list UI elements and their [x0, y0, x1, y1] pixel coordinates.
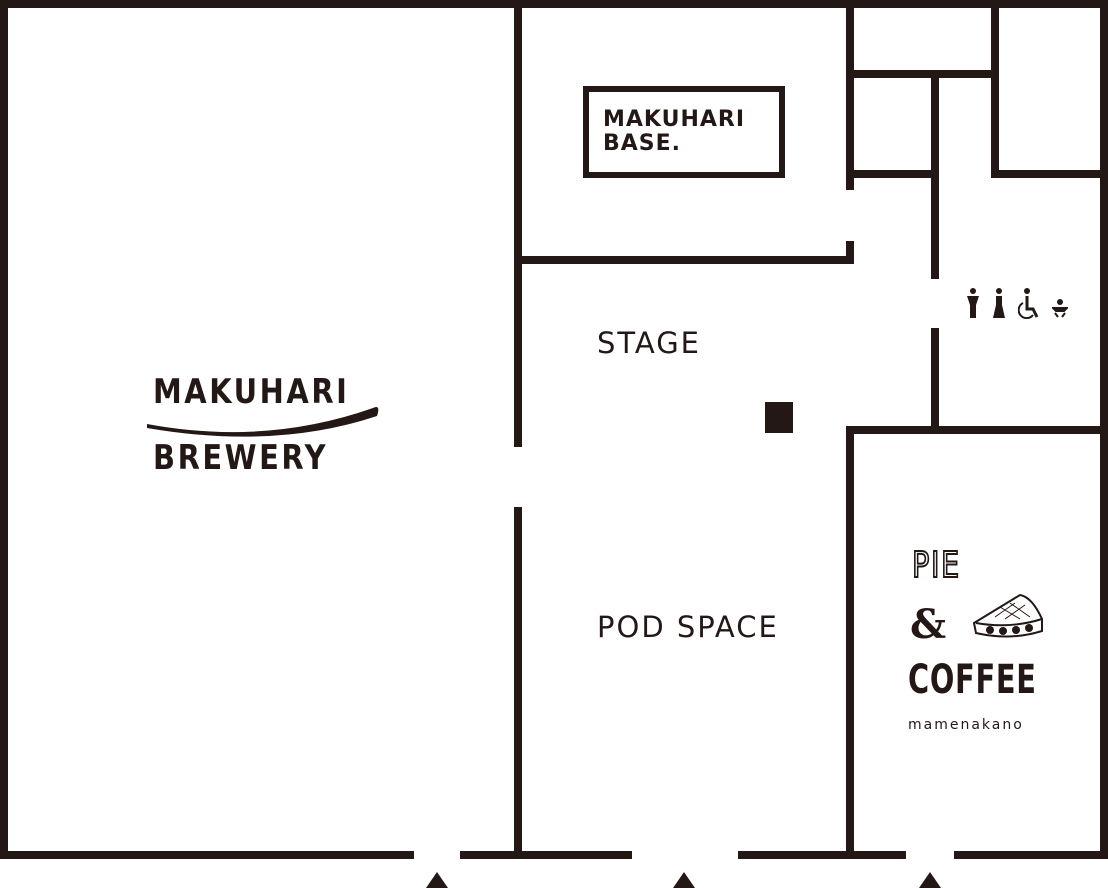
- brewery-name-line2: BREWERY: [153, 438, 329, 478]
- base-name-line1: MAKUHARI: [603, 107, 746, 132]
- pod-space-label: POD SPACE: [597, 610, 779, 644]
- female-toilet-icon: [993, 288, 1005, 318]
- cafe-brand: mamenakano: [908, 717, 1024, 733]
- brewery-name-line1: MAKUHARI: [153, 372, 350, 412]
- cafe-name-line2: COFFEE: [908, 657, 1037, 703]
- wheelchair-icon: [1018, 288, 1039, 319]
- stage-pillar: [765, 402, 793, 433]
- pie-slice-icon: [972, 593, 1043, 638]
- wall-backrooms: [846, 0, 1108, 430]
- male-toilet-icon: [967, 288, 979, 318]
- makuhari-base-logo: MAKUHARI BASE.: [583, 86, 785, 178]
- base-name-line2: BASE.: [603, 131, 682, 156]
- stage-label: STAGE: [597, 326, 701, 360]
- restroom-icons: [966, 287, 1068, 319]
- makuhari-brewery-logo: MAKUHARI BREWERY: [145, 372, 385, 484]
- brewery-swoosh-icon: [147, 407, 379, 437]
- pie-and-coffee-logo: PIE & COFFEE mamenakano: [908, 544, 1058, 740]
- cafe-name-line1: PIE: [911, 544, 961, 587]
- entrance-arrow-2: [673, 872, 695, 888]
- baby-changing-icon: [1052, 299, 1068, 318]
- entrance-arrow-3: [919, 872, 941, 888]
- cafe-ampersand: &: [910, 601, 947, 648]
- entrance-arrow-1: [426, 872, 448, 888]
